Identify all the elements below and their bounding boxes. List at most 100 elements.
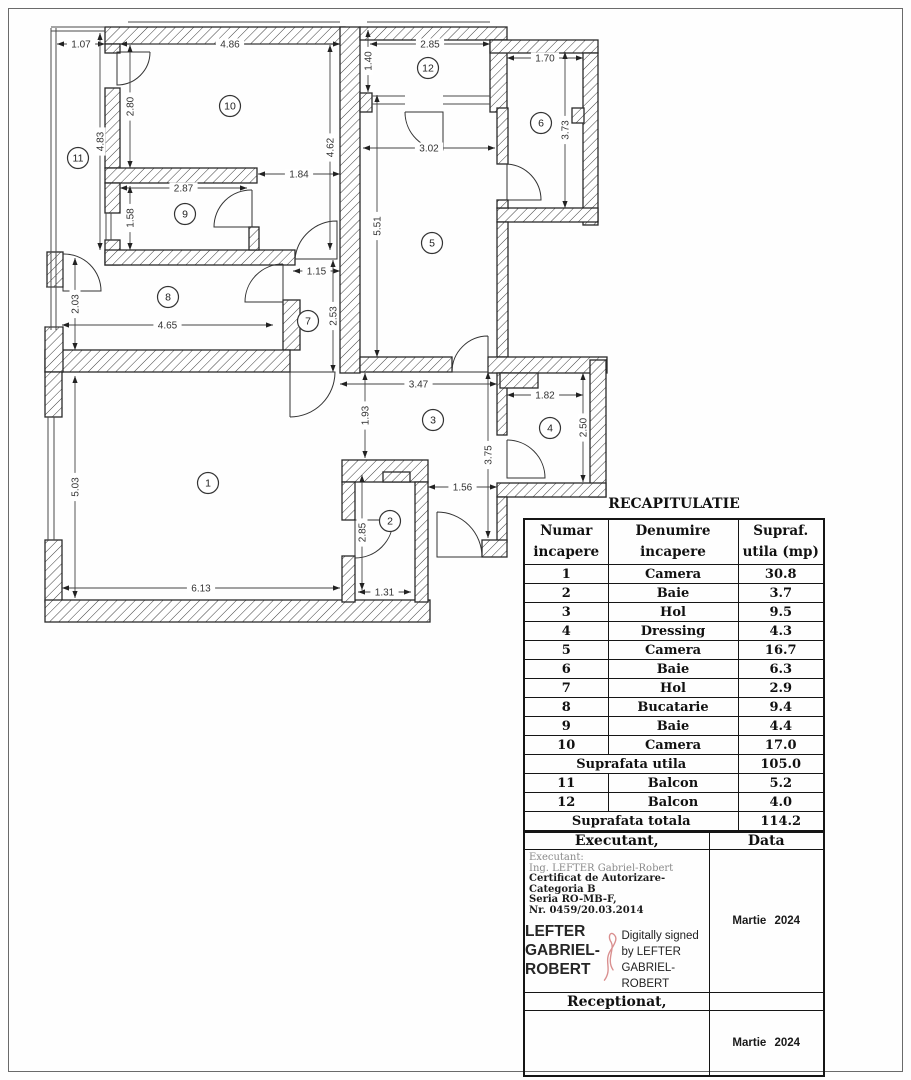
- dimension-label: 1.58: [126, 208, 137, 228]
- room-index-cell: 8: [523, 697, 609, 717]
- dimension-label: 6.13: [191, 584, 211, 595]
- room-area-cell: 17.0: [737, 735, 825, 755]
- dimension-label: 1.15: [307, 267, 327, 278]
- wall: [104, 167, 258, 184]
- recap-table-title: RECAPITULATIE: [608, 496, 740, 512]
- room-number: 8: [165, 292, 171, 304]
- room-number-badge: 12: [416, 56, 440, 80]
- wall: [104, 249, 296, 266]
- room-number: 2: [387, 516, 393, 528]
- dimension-label: 2.87: [174, 184, 194, 195]
- room-area-cell: 2.9: [737, 678, 825, 698]
- room-number: 10: [224, 101, 236, 113]
- room-number: 1: [205, 478, 211, 490]
- room-name-cell: Camera: [607, 564, 739, 584]
- room-number-badge: 6: [529, 111, 553, 135]
- receptionat-header: Receptionat,: [523, 992, 710, 1011]
- dimension: 3.02: [363, 142, 495, 155]
- room-name-cell: Baie: [607, 583, 739, 603]
- dimension: 2.85: [356, 475, 369, 590]
- dimension: 2.80: [124, 45, 137, 168]
- signature-table: Executant, Data Executant:Ing. LEFTER Ga…: [523, 831, 825, 1077]
- door-layer: [62, 51, 546, 559]
- room-number: 7: [305, 316, 311, 328]
- wall: [496, 482, 607, 498]
- sum-utila-value: 105.0: [737, 754, 825, 774]
- dimension-label: 1.84: [289, 170, 309, 181]
- room-index-cell: 7: [523, 678, 609, 698]
- room-area-cell: 30.8: [737, 564, 825, 584]
- wall: [339, 26, 361, 374]
- wall: [341, 555, 356, 603]
- dimension: 4.65: [62, 319, 273, 332]
- sum-total-label: Suprafata totala: [523, 811, 739, 832]
- room-number-badge: 10: [218, 94, 242, 118]
- dimension: 2.03: [69, 258, 82, 350]
- dimension-label: 3.75: [484, 445, 495, 465]
- room-number-badge: 3: [421, 408, 445, 432]
- room-name-cell: Dressing: [607, 621, 739, 641]
- wall: [496, 199, 509, 209]
- room-index-cell: 11: [523, 773, 609, 793]
- wall: [44, 326, 64, 373]
- wall: [359, 92, 373, 113]
- door-swing-icon: [213, 189, 253, 228]
- door-swing-icon: [62, 253, 102, 292]
- room-index-cell: 9: [523, 716, 609, 736]
- wall: [589, 359, 607, 498]
- dimension-label: 4.62: [326, 137, 337, 157]
- dimension-label: 2.53: [329, 306, 340, 326]
- room-index-cell: 6: [523, 659, 609, 679]
- wall: [499, 372, 539, 389]
- door-swing-icon: [451, 335, 489, 373]
- door-swing-icon: [116, 51, 151, 86]
- door-swing-icon: [289, 371, 336, 418]
- dimension: 1.82: [507, 389, 583, 402]
- dimension-label: 1.31: [375, 588, 395, 599]
- dimension: 3.75: [482, 372, 495, 538]
- room-name-cell: Camera: [607, 735, 739, 755]
- signature-flourish-icon: [603, 932, 617, 981]
- wall: [481, 539, 508, 558]
- room-area-cell: 6.3: [737, 659, 825, 679]
- dimension: 1.84: [258, 168, 340, 181]
- column-header: Supraf.utila (mp): [737, 518, 825, 565]
- wall: [496, 496, 508, 543]
- room-name-cell: Bucatarie: [607, 697, 739, 717]
- room-index-cell: 1: [523, 564, 609, 584]
- wall: [496, 207, 599, 223]
- receptionat-date-header-empty: [708, 992, 825, 1011]
- dimension: 2.53: [327, 260, 340, 372]
- room-area-cell: 3.7: [737, 583, 825, 603]
- room-number: 5: [429, 238, 435, 250]
- room-number-badge: 7: [296, 309, 320, 333]
- digital-signature: LEFTER GABRIEL- ROBERT Digitally signed …: [525, 922, 708, 992]
- dimension-label: 5.51: [373, 216, 384, 236]
- date-receptionat: Martie 2024: [708, 1010, 825, 1077]
- door-swing-icon: [294, 220, 338, 260]
- date-executant: Martie 2024: [708, 849, 825, 993]
- dimension-label: 1.70: [535, 54, 555, 65]
- dimension-label: 2.85: [358, 522, 369, 542]
- dimension: 4.83: [94, 33, 107, 250]
- certificate-line: Ing. LEFTER Gabriel-Robert: [529, 862, 674, 874]
- room-index-cell: 12: [523, 792, 609, 812]
- dimension-label: 2.85: [420, 40, 440, 51]
- wall: [44, 349, 291, 373]
- dimension: 5.03: [69, 376, 82, 598]
- wall: [104, 43, 121, 54]
- data-header: Data: [708, 831, 825, 850]
- dimension: 1.31: [358, 586, 411, 599]
- wall: [582, 52, 599, 226]
